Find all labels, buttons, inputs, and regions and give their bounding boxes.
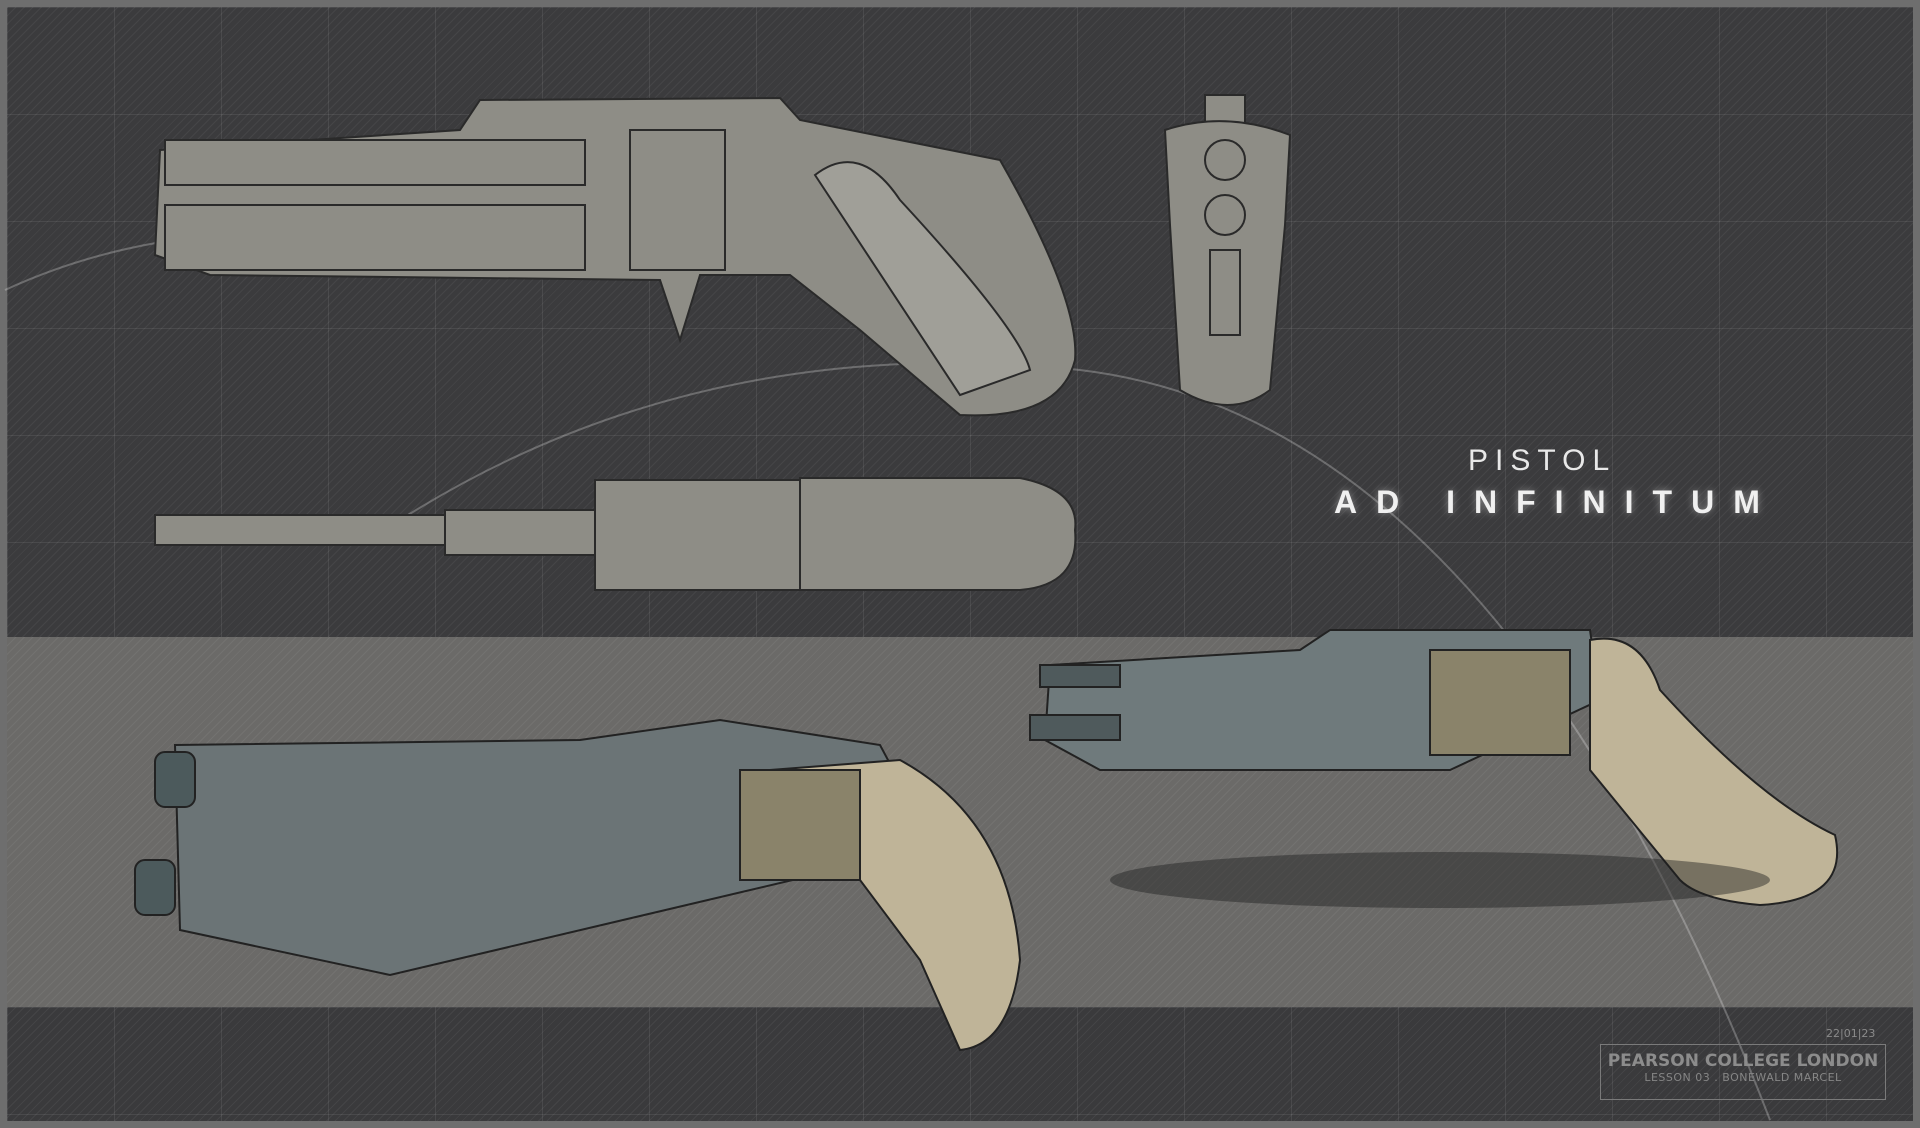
institution-name: PEARSON COLLEGE LONDON (1607, 1051, 1879, 1071)
title-subtitle: PISTOL (1468, 444, 1617, 477)
pistol-render-large (134, 718, 1022, 1052)
pistol-render-small (1029, 629, 1839, 908)
date-label: 22|01|23 (1826, 1027, 1876, 1040)
lesson-author: LESSON 03 . BONEWALD MARCEL (1644, 1071, 1842, 1084)
credit-stamp: PEARSON COLLEGE LONDON LESSON 03 . BONEW… (1600, 1044, 1886, 1100)
pistol-top-view (154, 477, 1077, 591)
title-main: AD INFINITUM (1334, 484, 1779, 520)
pistol-front-view (1163, 94, 1292, 406)
footer-band (7, 1007, 1913, 1121)
pistol-side-view (153, 96, 1077, 417)
